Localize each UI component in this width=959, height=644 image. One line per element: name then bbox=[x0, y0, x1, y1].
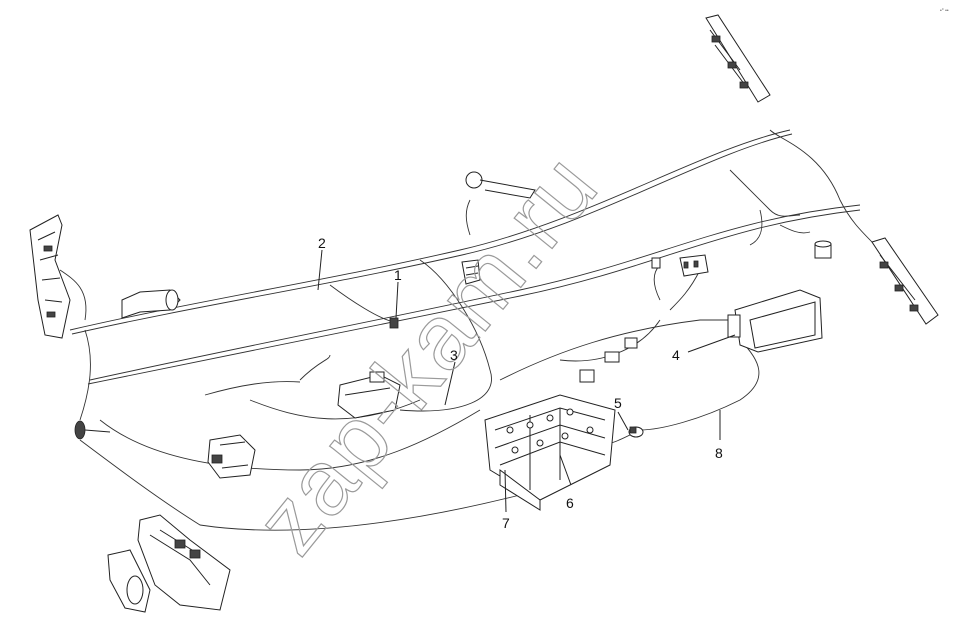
center-control-unit bbox=[337, 371, 401, 419]
cylinder-connector-right bbox=[814, 240, 832, 259]
center-connector bbox=[461, 259, 481, 285]
relay-block-left bbox=[207, 434, 256, 479]
callout-3: 3 bbox=[450, 347, 458, 363]
callout-2: 2 bbox=[318, 235, 326, 251]
batteries bbox=[484, 394, 616, 511]
round-connector-left bbox=[74, 420, 111, 440]
callout-5: 5 bbox=[614, 395, 622, 411]
left-headlamp-unit bbox=[29, 214, 71, 339]
sensor-1 bbox=[389, 317, 399, 329]
callout-8: 8 bbox=[715, 445, 723, 461]
top-right-lamp-unit bbox=[705, 14, 771, 103]
battery-box bbox=[727, 289, 823, 353]
bottom-left-lamp-unit bbox=[107, 514, 231, 613]
right-lamp-unit bbox=[871, 237, 939, 325]
callout-7: 7 bbox=[502, 515, 510, 531]
callout-4: 4 bbox=[672, 347, 680, 363]
leader-lines bbox=[317, 249, 736, 513]
horn bbox=[121, 289, 181, 319]
top-switch bbox=[465, 171, 536, 199]
callout-6: 6 bbox=[566, 495, 574, 511]
corner-mark: •° •• bbox=[940, 8, 949, 14]
right-connector-cluster bbox=[651, 254, 709, 277]
switch-5 bbox=[628, 426, 644, 438]
plug-connectors bbox=[579, 337, 638, 383]
callout-1: 1 bbox=[394, 267, 402, 283]
